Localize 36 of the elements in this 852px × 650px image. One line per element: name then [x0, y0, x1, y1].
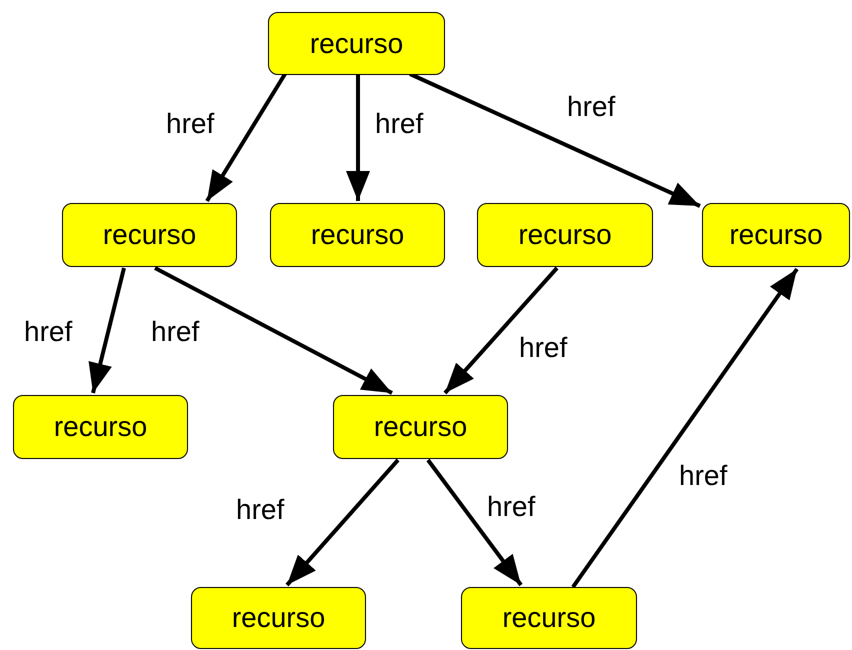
- edge-label: href: [567, 93, 616, 121]
- arrow: [286, 458, 400, 586]
- resource-box: [268, 12, 445, 75]
- arrow: [205, 72, 287, 202]
- arrow: [154, 266, 393, 395]
- node-label: recurso: [502, 602, 596, 634]
- node-label: recurso: [729, 219, 823, 251]
- arrow: [346, 75, 370, 201]
- node-label: recurso: [54, 411, 148, 443]
- edge-label: href: [487, 493, 536, 521]
- resource-box: [477, 203, 653, 267]
- node-label: recurso: [310, 219, 404, 251]
- arrow: [444, 266, 558, 394]
- node-label: recurso: [310, 28, 404, 60]
- resource-box: [461, 587, 637, 649]
- node-label: recurso: [232, 602, 326, 634]
- resource-box: [62, 203, 237, 267]
- arrow: [571, 268, 799, 588]
- node-label: recurso: [518, 219, 612, 251]
- edge-label: href: [166, 110, 214, 138]
- resource-box: [13, 395, 188, 459]
- edge-label: href: [236, 496, 284, 524]
- edge-label: href: [375, 110, 424, 138]
- resource-box: [191, 587, 366, 649]
- resource-box: [702, 203, 850, 267]
- arrow: [88, 268, 126, 394]
- node-label: recurso: [374, 411, 468, 443]
- node-label: recurso: [102, 219, 196, 251]
- edge-label: href: [151, 318, 200, 346]
- resource-box: [333, 395, 508, 459]
- resource-box: [270, 203, 445, 267]
- arrow: [426, 458, 523, 586]
- edge-label: href: [24, 318, 72, 346]
- arrow: [409, 72, 701, 208]
- edge-label: href: [679, 462, 728, 490]
- edge-label: href: [519, 334, 568, 362]
